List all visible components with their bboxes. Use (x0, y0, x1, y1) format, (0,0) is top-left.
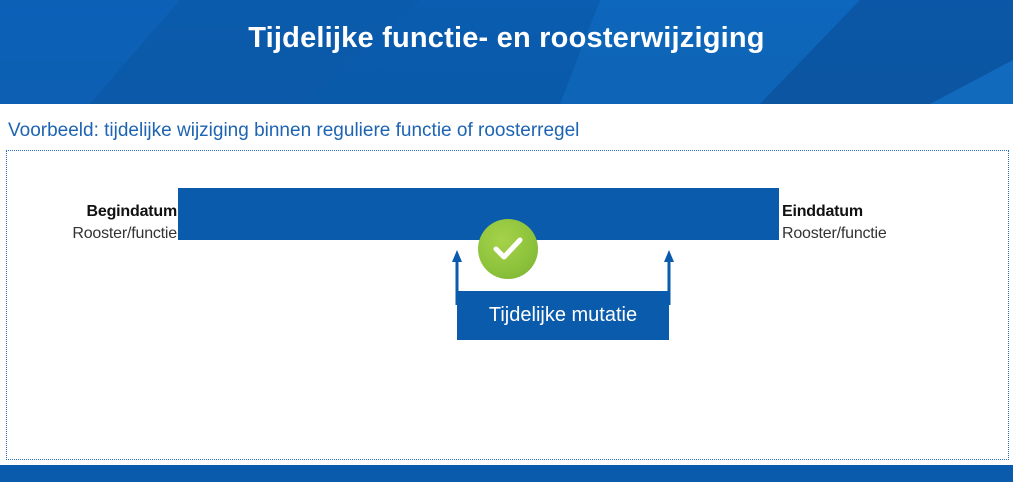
start-date-label: Begindatum (86, 203, 178, 220)
temporary-mutation-box: Tijdelijke mutatie (457, 291, 669, 340)
end-date-label: Einddatum (782, 203, 863, 220)
mutation-bracket-arrows (452, 250, 674, 305)
footer-bar (0, 465, 1013, 482)
right-arrow-head (664, 250, 674, 262)
header-banner: Tijdelijke functie- en roosterwijziging (0, 0, 1013, 104)
check-icon (478, 219, 538, 279)
diagram-frame (6, 150, 1009, 460)
start-label-group: Begindatum Rooster/functie (72, 203, 177, 243)
regular-period-bar (178, 188, 779, 240)
end-label-group: Einddatum Rooster/functie (782, 203, 887, 243)
start-schedule-label: Rooster/functie (72, 225, 177, 242)
left-arrow-head (452, 250, 462, 262)
header-background-pattern (0, 0, 1013, 104)
temporary-mutation-label: Tijdelijke mutatie (488, 304, 638, 326)
example-subtitle: Voorbeeld: tijdelijke wijziging binnen r… (8, 120, 580, 141)
end-schedule-label: Rooster/functie (782, 225, 887, 242)
left-arrow-shaft (455, 260, 459, 305)
right-arrow-shaft (667, 260, 671, 305)
page-title: Tijdelijke functie- en roosterwijziging (248, 22, 765, 54)
